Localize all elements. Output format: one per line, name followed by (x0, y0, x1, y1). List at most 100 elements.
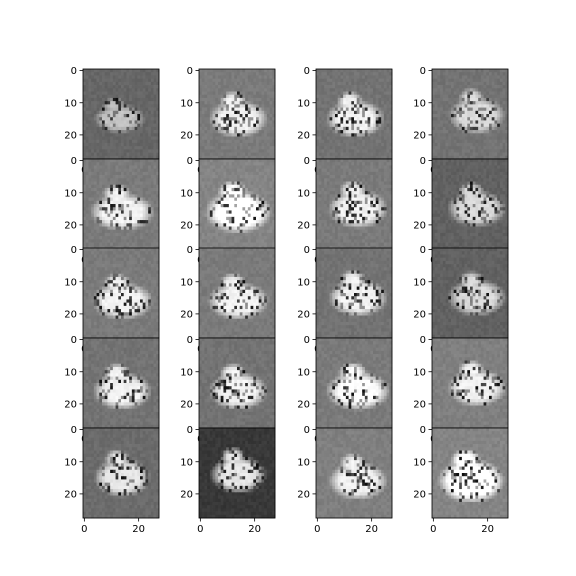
image-pixel (199, 81, 203, 86)
image-pixel (459, 81, 463, 86)
image-pixel (85, 220, 89, 224)
image-pixel (335, 155, 339, 160)
image-pixel (134, 69, 138, 73)
image-pixel (126, 200, 130, 205)
image-pixel (378, 155, 382, 160)
image-pixel (218, 175, 222, 179)
image-pixel (239, 220, 243, 224)
image-pixel (472, 123, 476, 128)
image-pixel (242, 126, 246, 131)
image-pixel (91, 159, 95, 163)
image-pixel (142, 226, 146, 231)
image-pixel (264, 220, 268, 224)
image-pixel (129, 130, 133, 134)
image-pixel (150, 200, 154, 205)
image-pixel (223, 72, 227, 76)
image-pixel (335, 149, 339, 153)
image-pixel (131, 126, 135, 131)
image-pixel (340, 91, 344, 96)
image-pixel (93, 107, 97, 112)
image-pixel (448, 152, 452, 157)
image-pixel (253, 220, 257, 224)
image-pixel (228, 88, 232, 92)
image-pixel (218, 194, 222, 198)
image-pixel (226, 191, 230, 195)
image-pixel (126, 226, 130, 231)
image-pixel (239, 175, 243, 179)
image-pixel (99, 165, 103, 169)
image-pixel (228, 136, 232, 141)
image-pixel (247, 184, 251, 189)
image-pixel (272, 175, 276, 179)
image-pixel (264, 152, 268, 157)
image-pixel (264, 245, 268, 250)
image-pixel (129, 114, 133, 118)
image-pixel (261, 110, 265, 115)
image-pixel (209, 232, 213, 237)
image-pixel (467, 107, 471, 112)
image-pixel (207, 142, 211, 147)
image-pixel (115, 72, 119, 76)
image-pixel (231, 210, 235, 214)
image-pixel (445, 75, 449, 79)
image-pixel (201, 120, 205, 124)
image-pixel (256, 229, 260, 234)
image-pixel (375, 101, 379, 105)
image-pixel (131, 187, 135, 192)
image-pixel (83, 81, 87, 86)
image-pixel (223, 114, 227, 118)
image-pixel (242, 155, 246, 160)
image-pixel (88, 226, 92, 231)
image-pixel (253, 232, 257, 237)
image-pixel (250, 155, 254, 160)
image-pixel (220, 81, 224, 86)
image-pixel (104, 126, 108, 131)
image-pixel (324, 117, 328, 121)
image-pixel (351, 88, 355, 92)
image-pixel (245, 120, 249, 124)
image-pixel (223, 210, 227, 214)
image-pixel (118, 69, 122, 73)
image-pixel (150, 245, 154, 250)
image-pixel (386, 146, 390, 150)
image-pixel (156, 187, 160, 192)
image-pixel (258, 110, 262, 115)
image-pixel (266, 213, 270, 218)
image-pixel (321, 72, 325, 76)
image-pixel (324, 91, 328, 96)
image-pixel (264, 200, 268, 205)
image-pixel (318, 107, 322, 112)
image-pixel (494, 85, 498, 89)
image-pixel (156, 136, 160, 141)
image-pixel (156, 171, 160, 176)
image-pixel (150, 194, 154, 198)
image-pixel (486, 139, 490, 144)
image-pixel (88, 162, 92, 166)
image-pixel (142, 110, 146, 115)
image-pixel (242, 216, 246, 221)
image-pixel (470, 149, 474, 153)
image-pixel (340, 155, 344, 160)
image-pixel (228, 155, 232, 160)
image-pixel (272, 123, 276, 128)
image-pixel (378, 149, 382, 153)
image-pixel (434, 104, 438, 108)
image-pixel (386, 117, 390, 121)
image-pixel (215, 204, 219, 208)
image-pixel (207, 178, 211, 182)
image-pixel (223, 197, 227, 202)
image-pixel (93, 133, 97, 137)
image-pixel (348, 94, 352, 99)
image-pixel (329, 101, 333, 105)
image-pixel (505, 104, 509, 108)
image-pixel (134, 178, 138, 182)
image-pixel (234, 171, 238, 176)
image-pixel (83, 165, 87, 169)
image-pixel (83, 152, 87, 157)
image-pixel (209, 85, 213, 89)
image-pixel (356, 88, 360, 92)
image-pixel (467, 139, 471, 144)
image-pixel (226, 239, 230, 243)
image-pixel (356, 91, 360, 96)
image-pixel (201, 165, 205, 169)
